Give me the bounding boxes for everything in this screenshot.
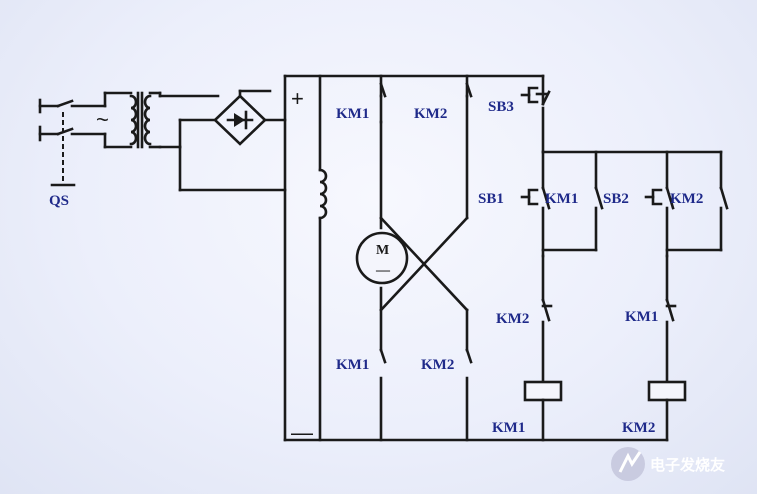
reverse-start-branch xyxy=(644,150,729,258)
ac-tilde-label: ~ xyxy=(96,107,109,132)
sb3-label: SB3 xyxy=(488,99,514,115)
motor-m-label: M xyxy=(376,243,389,258)
km1-bottom-label: KM1 xyxy=(336,357,369,373)
qs-label: QS xyxy=(49,193,69,209)
bridge-rectifier xyxy=(158,89,287,192)
km2-bottom-label: KM2 xyxy=(421,357,454,373)
contactor-coils xyxy=(523,380,687,442)
km2-seal-label: KM2 xyxy=(670,191,703,207)
sb2-label: SB2 xyxy=(603,191,629,207)
km1-seal-label: KM1 xyxy=(545,191,578,207)
motor-minus-label: — xyxy=(375,263,391,278)
interlock-contacts xyxy=(541,254,677,384)
watermark: 电子发烧友 xyxy=(611,447,725,481)
motor: M — xyxy=(355,231,409,285)
qs-switch xyxy=(38,98,107,187)
plus-label: + xyxy=(291,86,304,111)
km2-interlock-label: KM2 xyxy=(496,311,529,327)
minus-label: — xyxy=(291,420,313,445)
forward-start-branch xyxy=(520,150,604,258)
sb3-stop-button xyxy=(520,74,551,154)
field-inductor xyxy=(318,74,328,442)
motor-branch xyxy=(379,74,473,442)
watermark-text: 电子发烧友 xyxy=(650,456,725,474)
km1-top-label: KM1 xyxy=(336,106,369,122)
dc-bus xyxy=(283,74,669,442)
km2-coil-label: KM2 xyxy=(622,420,655,436)
km2-top-label: KM2 xyxy=(414,106,447,122)
km1-interlock-label: KM1 xyxy=(625,309,658,325)
transformer xyxy=(103,91,162,149)
sb1-label: SB1 xyxy=(478,191,504,207)
km1-coil-label: KM1 xyxy=(492,420,525,436)
